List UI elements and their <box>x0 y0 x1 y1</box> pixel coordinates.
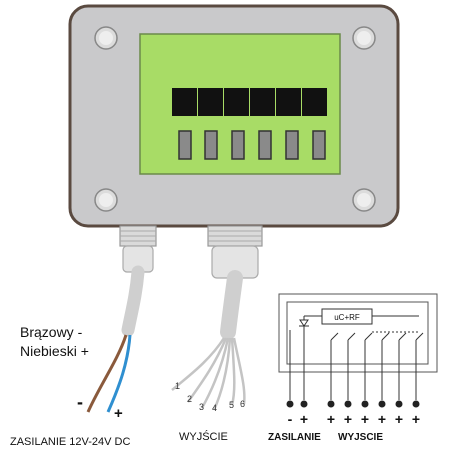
wire-number: 5 <box>229 400 234 410</box>
output-wire <box>186 337 228 403</box>
outputs-caption: WYJŚCIE <box>179 430 228 443</box>
wire-number: 3 <box>199 402 204 412</box>
output-wires <box>171 337 246 411</box>
output-wire <box>200 337 230 409</box>
schematic-outputs-label: WYJSCIE <box>338 432 383 443</box>
schematic-inner-frame <box>286 301 429 365</box>
screw-icon <box>94 26 118 50</box>
display-digit <box>250 88 275 116</box>
schematic-power-label: ZASILANIE <box>268 432 321 443</box>
led-indicator <box>258 130 272 160</box>
display-digit <box>172 88 197 116</box>
output-wire <box>212 337 232 411</box>
display-digit <box>302 88 327 116</box>
schematic-pin: + <box>300 411 308 427</box>
wire-brown <box>86 334 128 413</box>
output-wire <box>232 337 246 405</box>
wire-number: 1 <box>175 381 180 391</box>
screw-icon <box>94 188 118 212</box>
module-label: uC+RF <box>334 313 360 322</box>
wire-number: 4 <box>212 403 217 413</box>
schematic-pin: + <box>327 411 335 427</box>
power-caption: ZASILANIE 12V-24V DC <box>10 436 130 448</box>
schematic-frame <box>278 293 438 373</box>
led-indicators <box>178 130 326 160</box>
wire-number: 6 <box>240 399 245 409</box>
plus-sign: + <box>114 405 123 422</box>
display-digit <box>224 88 249 116</box>
wiring-schematic <box>278 293 438 408</box>
wire-blue <box>106 334 132 413</box>
minus-sign: - <box>77 392 83 412</box>
schematic-pin: + <box>412 411 420 427</box>
power-cable <box>121 265 145 337</box>
screw-icon <box>352 26 376 50</box>
display <box>172 88 327 116</box>
schematic-pin: + <box>344 411 352 427</box>
led-indicator <box>178 130 192 160</box>
screw-icon <box>352 188 376 212</box>
led-indicator <box>231 130 245 160</box>
schematic-pin: + <box>378 411 386 427</box>
led-indicator <box>312 130 326 160</box>
schematic-pin: - <box>288 411 293 427</box>
display-digit <box>276 88 301 116</box>
led-indicator <box>204 130 218 160</box>
output-wire <box>230 337 236 406</box>
display-digit <box>198 88 223 116</box>
output-cable <box>220 270 243 340</box>
led-indicator <box>285 130 299 160</box>
cable-gland-icon <box>207 225 263 279</box>
blue-wire-label: Niebieski + <box>20 343 89 359</box>
schematic-pin: + <box>395 411 403 427</box>
wire-number: 2 <box>187 394 192 404</box>
output-wire <box>171 337 226 391</box>
cable-gland-icon <box>119 225 157 273</box>
schematic-pin: + <box>361 411 369 427</box>
diode-icon <box>299 316 309 327</box>
brown-wire-label: Brązowy - <box>20 324 83 340</box>
